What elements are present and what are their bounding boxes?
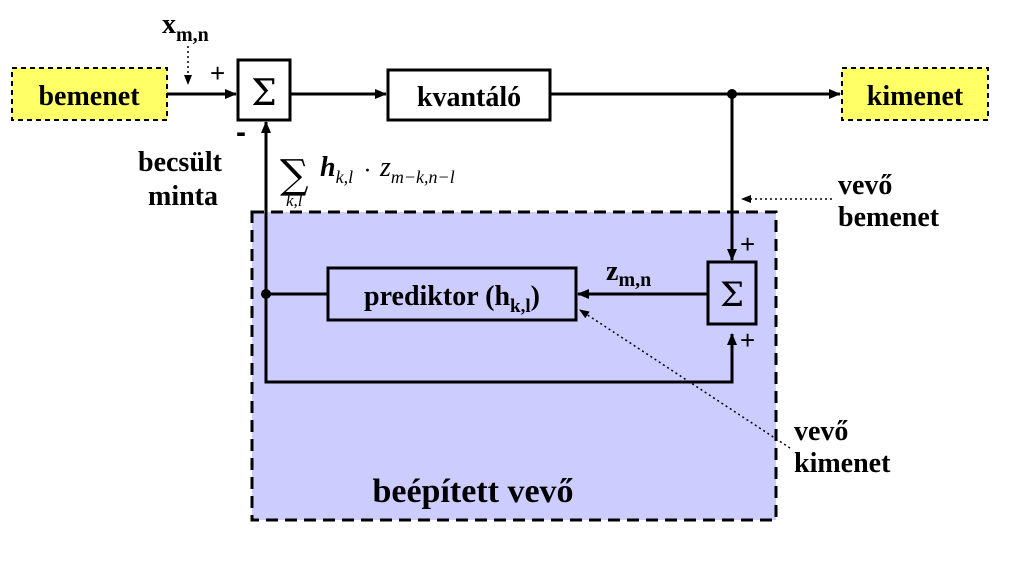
receiver-output-label: vevő kimenet xyxy=(794,416,891,479)
receiver-summer-plus-top: + xyxy=(740,229,755,259)
input-summer-box xyxy=(236,58,292,122)
embedded-receiver-label: beépített vevő xyxy=(372,473,573,510)
input-summer-minus: - xyxy=(236,116,246,149)
z-mn-label: zm,n xyxy=(606,256,651,291)
input-box xyxy=(11,67,168,121)
receiver-input-label: vevő bemenet xyxy=(838,170,940,233)
estimated-sample-label: becsült minta xyxy=(138,147,229,212)
embedded-receiver-region xyxy=(250,210,778,522)
input-summer-symbol: Σ xyxy=(251,73,276,114)
formula-sum-index: k,l xyxy=(286,191,303,210)
quantizer-box xyxy=(386,68,552,122)
formula-z-term: zm−k,n−l xyxy=(379,152,455,187)
input-label: bemenet xyxy=(38,81,140,112)
predictor-box xyxy=(326,266,578,322)
prediction-feedback-loop xyxy=(264,294,737,384)
formula-h-term: hk,l xyxy=(320,152,353,187)
receiver-summer-symbol: Σ xyxy=(720,275,744,315)
predictor-label: prediktor (hk,l) xyxy=(364,281,540,317)
receiver-summer-plus-bottom: + xyxy=(740,325,755,355)
output-label: kimenet xyxy=(867,81,964,112)
receiver-output-dotted-arrow xyxy=(579,309,791,449)
quantizer-label: kvantáló xyxy=(417,82,521,113)
prediction-formula: ∑ k,l hk,l · zm−k,n−l xyxy=(280,152,455,210)
formula-sum-sign: ∑ xyxy=(280,152,309,198)
input-summer-plus: + xyxy=(210,58,225,88)
formula-dot: · xyxy=(364,159,371,184)
x-mn-label: xm,n xyxy=(162,9,209,46)
output-box xyxy=(841,67,989,121)
receiver-summer-box xyxy=(706,260,758,326)
